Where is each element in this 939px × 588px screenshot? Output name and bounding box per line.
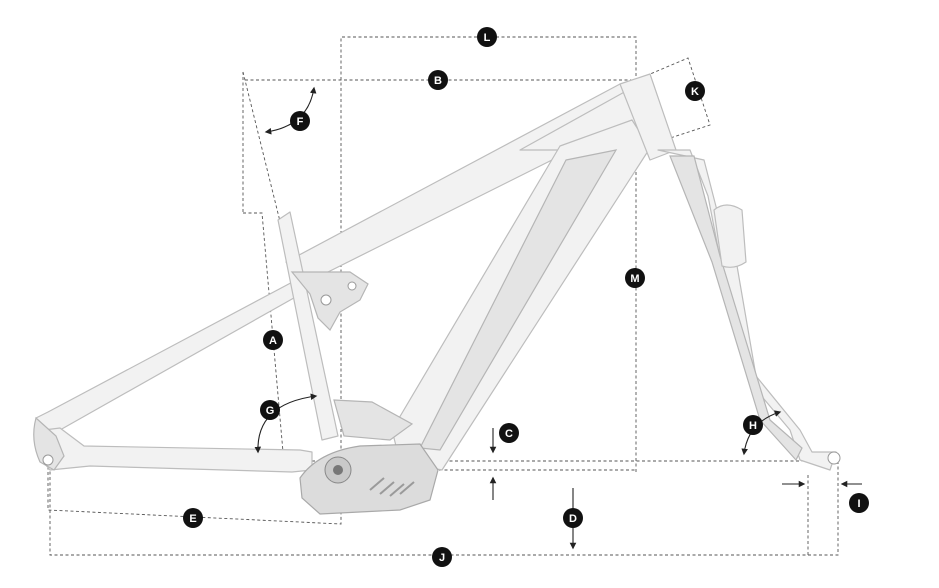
marker-H-label: H [749, 420, 757, 432]
dimension-lines [47, 36, 840, 556]
marker-L: L [477, 27, 497, 47]
marker-F-label: F [297, 116, 304, 128]
marker-D-label: D [569, 513, 577, 525]
marker-A: A [263, 330, 283, 350]
marker-G: G [260, 400, 280, 420]
marker-D: D [563, 508, 583, 528]
marker-M-label: M [630, 273, 639, 285]
marker-K: K [685, 81, 705, 101]
marker-K-label: K [691, 86, 699, 98]
marker-B-label: B [434, 75, 442, 87]
marker-C-label: C [505, 428, 513, 440]
marker-L-label: L [484, 32, 491, 44]
marker-H: H [743, 415, 763, 435]
marker-F: F [290, 111, 310, 131]
frame [33, 73, 841, 515]
marker-I-label: I [857, 498, 860, 510]
marker-J-label: J [439, 552, 445, 564]
marker-I: I [849, 493, 869, 513]
marker-E: E [183, 508, 203, 528]
marker-E-label: E [189, 513, 196, 525]
marker-A-label: A [269, 335, 277, 347]
marker-B: B [428, 70, 448, 90]
marker-J: J [432, 547, 452, 567]
marker-C: C [499, 423, 519, 443]
marker-M: M [625, 268, 645, 288]
marker-G-label: G [266, 405, 275, 417]
